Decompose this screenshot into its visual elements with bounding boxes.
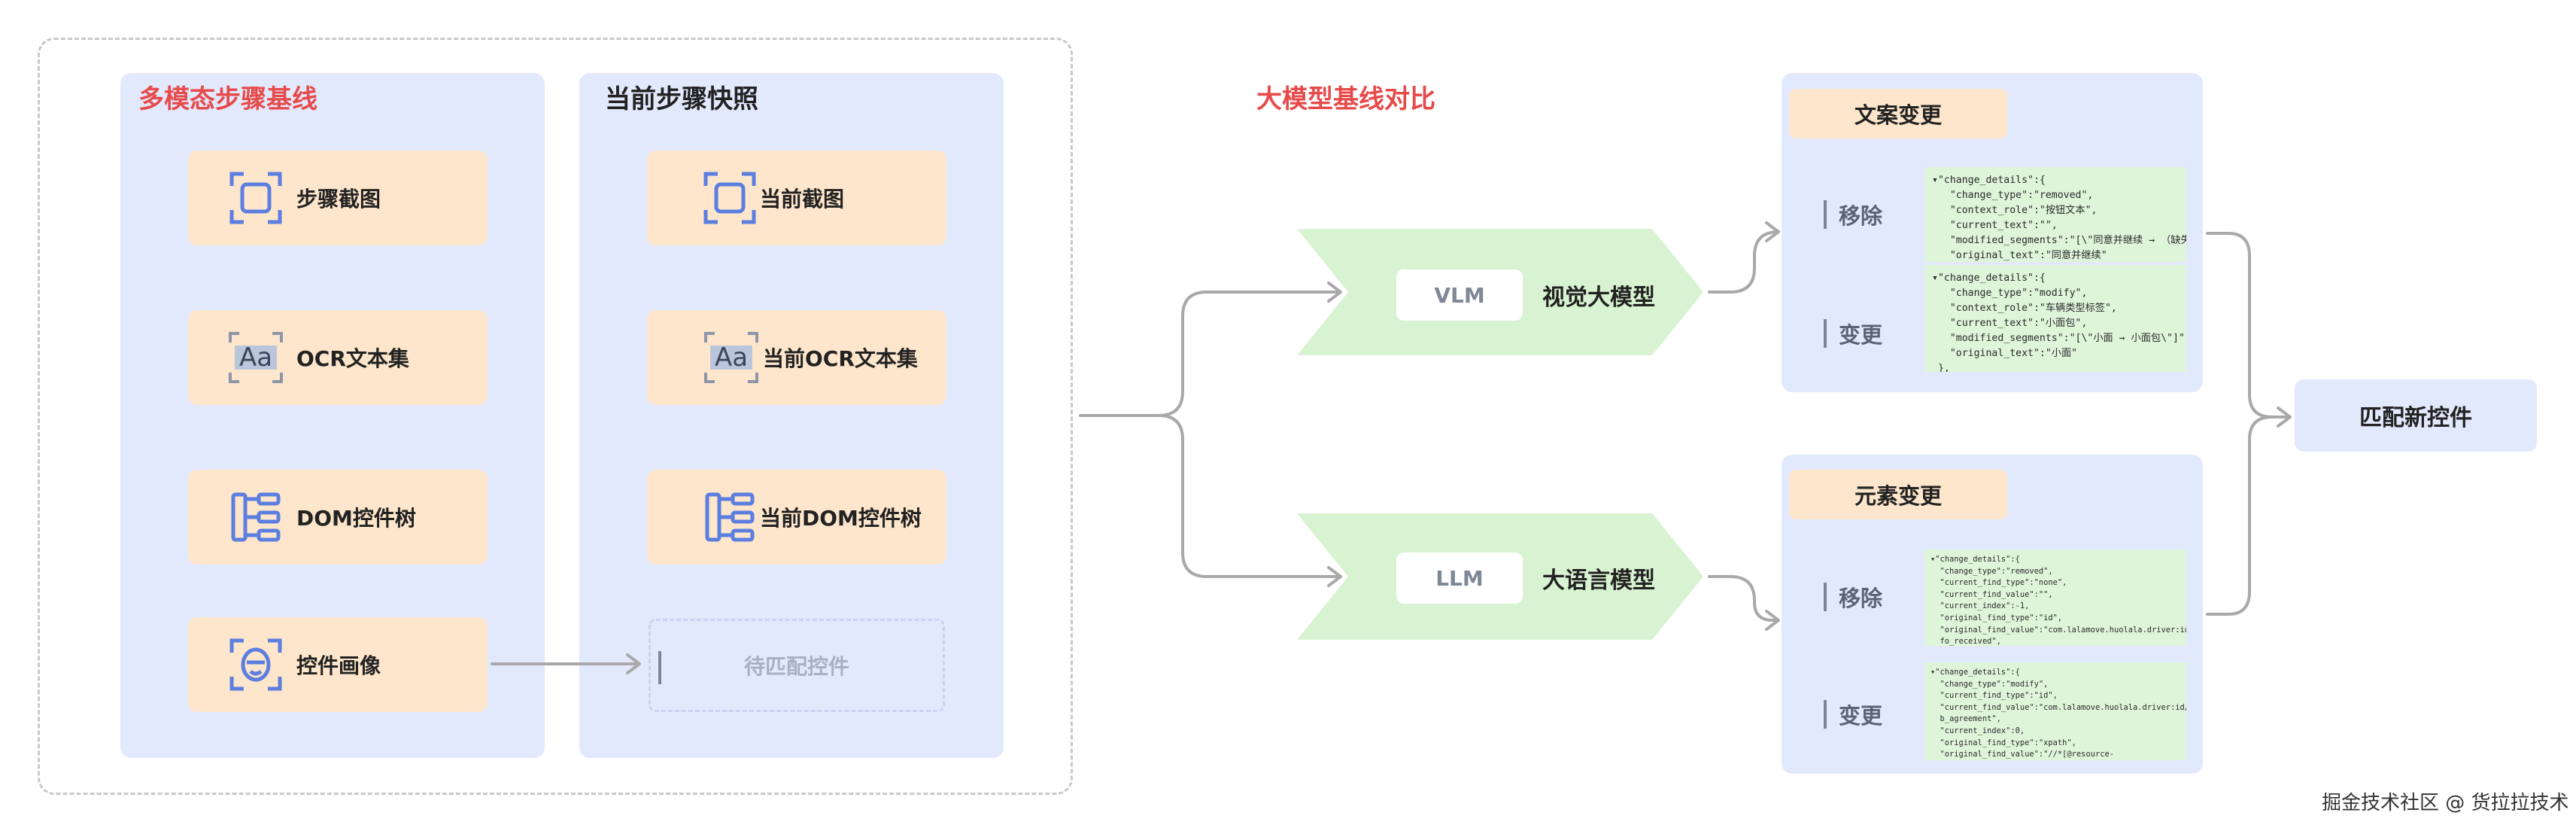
card-label: 当前截图: [760, 187, 845, 212]
compare-title: 大模型基线对比: [1256, 84, 1435, 114]
match-new-control-box: 匹配新控件: [2295, 379, 2537, 452]
svg-text:Aa: Aa: [239, 342, 272, 373]
arrow-llm-to-element-change: [1708, 575, 1779, 622]
arrow-to-llm: [1157, 414, 1341, 578]
label-bar: [1824, 319, 1827, 348]
pending-control-box: 待匹配控件: [649, 619, 945, 712]
baseline-title: 多模态步骤基线: [138, 84, 317, 114]
dom-tree-icon: [703, 487, 757, 547]
baseline-snapshot-frame: [38, 38, 1073, 795]
card-label: 步骤截图: [296, 187, 381, 212]
text-changed-label: 变更: [1824, 318, 1882, 349]
ocr-text-icon: Aa: [703, 327, 760, 388]
card-dom-tree: DOM控件树: [188, 470, 488, 565]
element-removed-label: 移除: [1824, 581, 1882, 613]
dom-tree-icon: [226, 487, 286, 547]
element-changed-label: 变更: [1824, 699, 1882, 730]
label-text: 移除: [1839, 586, 1883, 611]
pending-control-label: 待匹配控件: [743, 654, 849, 679]
llm-tag: LLM: [1396, 552, 1523, 604]
label-text: 变更: [1839, 703, 1883, 729]
element-removed-code: ▾"change_details":{ "change_type":"remov…: [1924, 549, 2186, 646]
element-changed-code: ▾"change_details":{ "change_type":"modif…: [1924, 662, 2186, 760]
snapshot-title: 当前步骤快照: [605, 84, 758, 114]
card-current-dom-tree: 当前DOM控件树: [647, 470, 946, 565]
svg-text:Aa: Aa: [715, 342, 748, 373]
ocr-text-icon: Aa: [226, 327, 286, 388]
card-control-profile: 控件画像: [188, 617, 488, 712]
text-changed-code: ▾"change_details":{ "change_type":"modif…: [1924, 265, 2186, 372]
text-change-title: 文案变更: [1789, 89, 2007, 138]
credit-text: 掘金技术社区 @ 货拉拉技术: [2322, 792, 2569, 814]
label-bar: [1824, 583, 1827, 611]
text-cursor-mark: [658, 651, 661, 684]
vlm-label: 视觉大模型: [1542, 285, 1655, 311]
arrow-vlm-to-text-change: [1708, 230, 1780, 294]
screenshot-icon: [703, 168, 757, 228]
arrow-to-vlm: [1079, 291, 1341, 417]
card-label: 当前OCR文本集: [763, 346, 918, 371]
card-label: OCR文本集: [296, 346, 409, 371]
text-removed-label: 移除: [1824, 199, 1882, 230]
card-current-ocr-text-set: Aa 当前OCR文本集: [647, 310, 946, 405]
card-ocr-text-set: Aa OCR文本集: [188, 310, 488, 405]
face-scan-icon: [226, 635, 286, 695]
llm-label: 大语言模型: [1542, 568, 1655, 594]
arrow-text-change-to-result: [2206, 232, 2290, 419]
vlm-tag: VLM: [1396, 269, 1523, 321]
label-text: 移除: [1839, 203, 1883, 229]
screenshot-icon: [226, 168, 286, 228]
card-label: DOM控件树: [296, 506, 416, 531]
card-label: 当前DOM控件树: [760, 506, 922, 531]
text-removed-code: ▾"change_details":{ "change_type":"remov…: [1924, 167, 2186, 262]
card-current-screenshot: 当前截图: [647, 151, 946, 245]
element-change-title: 元素变更: [1789, 470, 2007, 519]
label-bar: [1824, 700, 1827, 729]
card-label: 控件画像: [296, 653, 381, 678]
label-bar: [1824, 200, 1827, 229]
card-step-screenshot: 步骤截图: [188, 151, 488, 245]
label-text: 变更: [1839, 322, 1883, 348]
